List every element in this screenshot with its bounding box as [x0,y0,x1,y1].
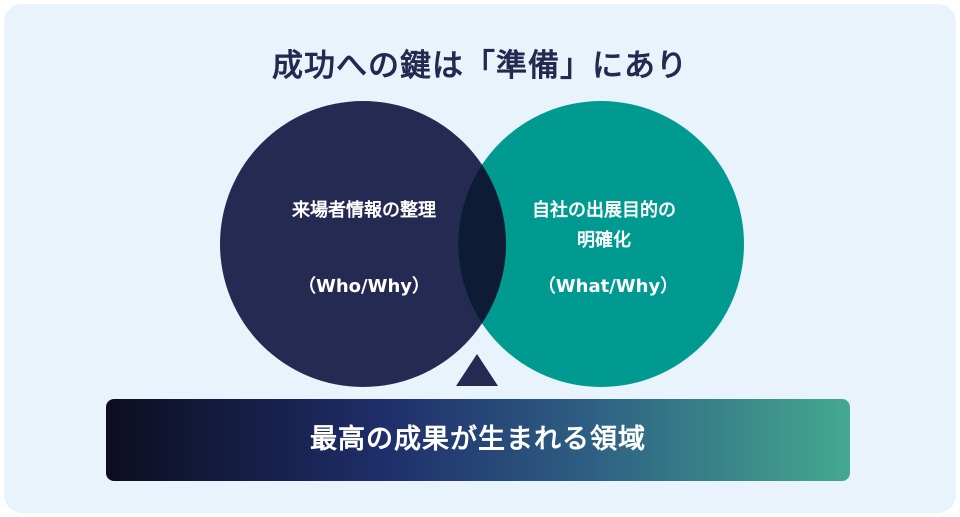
right-circle-label-line2: 明確化 [577,230,631,251]
right-circle [458,101,744,387]
diagram-title: 成功への鍵は「準備」にあり [272,48,688,84]
right-circle-label-line1: 自社の出展目的の [532,200,676,221]
result-bar-text: 最高の成果が生まれる領域 [310,424,646,455]
venn-diagram [220,101,744,387]
left-circle-label: 来場者情報の整理 [292,200,436,221]
right-circle-sub-label: （What/Why） [537,276,679,297]
right-circle-label: 自社の出展目的の 明確化 [484,196,724,256]
left-circle-sub-label: （Who/Why） [297,276,430,297]
result-bar: 最高の成果が生まれる領域 [106,399,850,481]
left-circle [220,101,506,387]
diagram-card: 成功への鍵は「準備」にあり 来場者情報の整理 （Who/Why） 自社の出展目的… [4,4,956,513]
pointer-triangle [456,354,498,386]
